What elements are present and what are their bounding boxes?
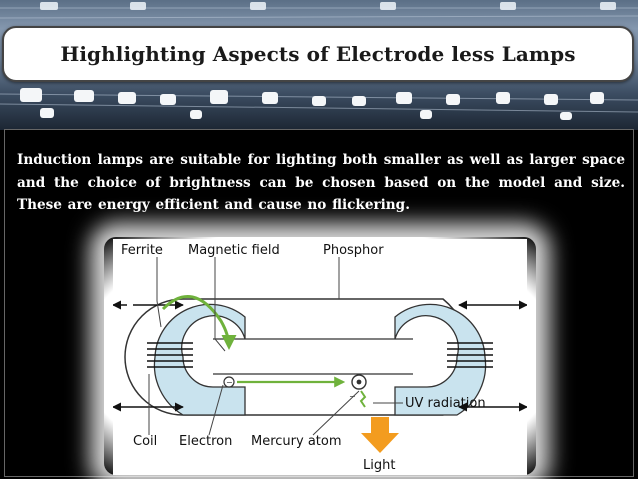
label-mercury-atom: Mercury atom <box>251 434 342 449</box>
label-ferrite: Ferrite <box>121 243 163 258</box>
slide-title: Highlighting Aspects of Electrode less L… <box>60 42 576 66</box>
label-light: Light <box>363 458 395 473</box>
body-paragraph: Induction lamps are suitable for lightin… <box>17 152 625 213</box>
electron-dot <box>223 376 235 388</box>
label-uv-radiation: UV radiation <box>405 396 486 411</box>
light-arrow <box>361 417 399 453</box>
right-ferrite-ring <box>394 303 487 416</box>
svg-text:−: − <box>226 378 233 387</box>
label-electron: Electron <box>179 434 232 449</box>
label-coil: Coil <box>133 434 157 449</box>
label-phosphor: Phosphor <box>323 243 384 258</box>
induction-lamp-diagram: − − Ferrite Magnetic field Phosphor UV r… <box>113 239 527 475</box>
label-magnetic-field: Magnetic field <box>188 243 280 258</box>
svg-text:−: − <box>349 392 356 401</box>
magnetic-field-arrow <box>161 295 237 350</box>
title-banner: Highlighting Aspects of Electrode less L… <box>2 26 634 82</box>
